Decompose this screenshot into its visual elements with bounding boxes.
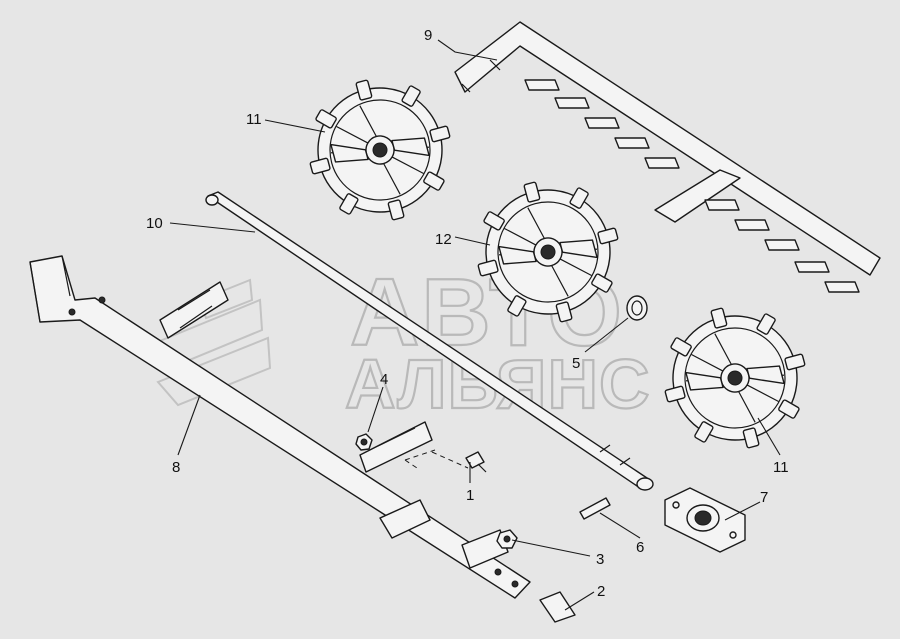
part-bolt-1	[465, 451, 487, 473]
callout-11-upper: 11	[246, 111, 262, 128]
callout-12: 12	[435, 231, 452, 248]
callout-5: 5	[572, 355, 580, 372]
assembly-dash-line	[431, 451, 469, 469]
callout-9: 9	[424, 27, 432, 44]
callout-3: 3	[596, 551, 604, 568]
callout-1: 1	[466, 487, 474, 504]
callout-7: 7	[760, 489, 768, 506]
part-pin	[579, 497, 611, 520]
part-shaft	[205, 191, 654, 491]
part-bearing-flange	[664, 487, 746, 553]
part-washer	[626, 295, 648, 321]
part-sprocket-upper	[303, 73, 457, 227]
part-nut-4	[355, 433, 373, 451]
callout-4: 4	[380, 371, 388, 388]
part-nut-3	[496, 529, 518, 549]
leader-lines	[169, 39, 781, 611]
part-main-beam	[29, 255, 531, 599]
part-rake-comb	[454, 21, 881, 293]
part-sprocket-lower	[658, 301, 812, 455]
callout-2: 2	[597, 583, 605, 600]
callout-6: 6	[636, 539, 644, 556]
part-bolt-2	[539, 591, 576, 623]
callout-10: 10	[146, 215, 163, 232]
callout-11-lower: 11	[773, 459, 789, 476]
callout-8: 8	[172, 459, 180, 476]
